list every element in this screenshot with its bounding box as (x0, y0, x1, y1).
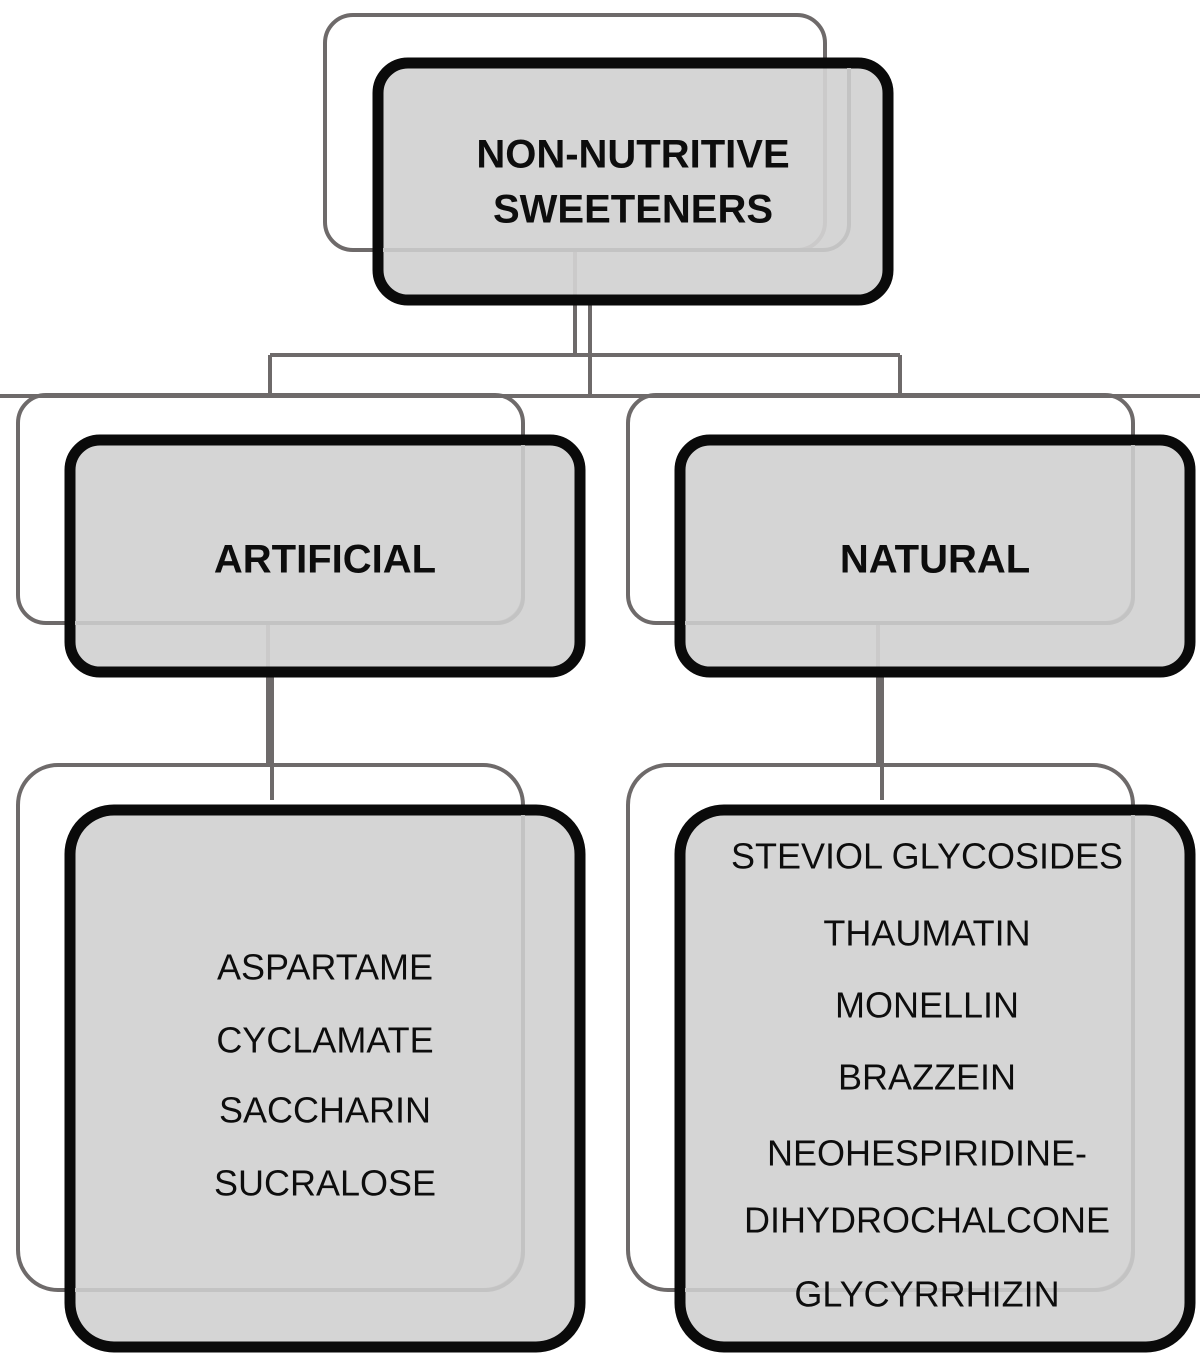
node-natural[interactable]: NATURAL (674, 434, 1196, 678)
node-label-artificial: ARTIFICIAL (214, 538, 436, 582)
node-label-natural-list-item-3: MONELLIN (835, 985, 1019, 1026)
node-artificial-sweeteners-list[interactable]: ASPARTAME CYCLAMATE SACCHARIN SUCRALOSE (64, 804, 586, 1353)
showthrough-root (383, 68, 851, 252)
node-label-artificial-list-item-1: ASPARTAME (217, 947, 433, 988)
node-non-nutritive-sweeteners[interactable]: NON-NUTRITIVE SWEETENERS (372, 57, 894, 306)
showthrough-artificial (75, 445, 525, 625)
node-box-natural (674, 434, 1196, 678)
showthrough-natural-list (685, 815, 1135, 1292)
node-label-natural-list-item-6: GLYCYRRHIZIN (794, 1274, 1059, 1315)
node-label-natural-list-item-5b: DIHYDROCHALCONE (744, 1200, 1110, 1241)
node-label-root-line2: SWEETENERS (493, 188, 773, 232)
node-box-natural-list (674, 804, 1196, 1353)
front-boxes: NON-NUTRITIVE SWEETENERS ARTIFICIAL NATU… (64, 57, 1196, 1353)
node-box-artificial (64, 434, 586, 678)
node-label-root-line1: NON-NUTRITIVE (476, 133, 789, 177)
node-natural-sweeteners-list[interactable]: STEVIOL GLYCOSIDES THAUMATIN MONELLIN BR… (674, 804, 1196, 1353)
node-label-artificial-list-item-2: CYCLAMATE (216, 1020, 433, 1061)
node-label-natural-list-item-2: THAUMATIN (823, 913, 1030, 954)
node-label-natural-list-item-1: STEVIOL GLYCOSIDES (731, 836, 1123, 877)
node-artificial[interactable]: ARTIFICIAL (64, 434, 586, 678)
node-label-artificial-list-item-4: SUCRALOSE (214, 1163, 436, 1204)
node-label-artificial-list-item-3: SACCHARIN (219, 1090, 431, 1131)
node-label-natural: NATURAL (840, 538, 1030, 582)
front-connectors (0, 295, 1200, 800)
node-label-natural-list-item-4: BRAZZEIN (838, 1057, 1016, 1098)
showthrough-natural (685, 445, 1135, 625)
node-box-artificial-list (64, 804, 586, 1353)
showthrough-artificial-list (75, 815, 525, 1292)
node-label-natural-list-item-5: NEOHESPIRIDINE- (767, 1133, 1087, 1174)
node-box-root (372, 57, 894, 306)
